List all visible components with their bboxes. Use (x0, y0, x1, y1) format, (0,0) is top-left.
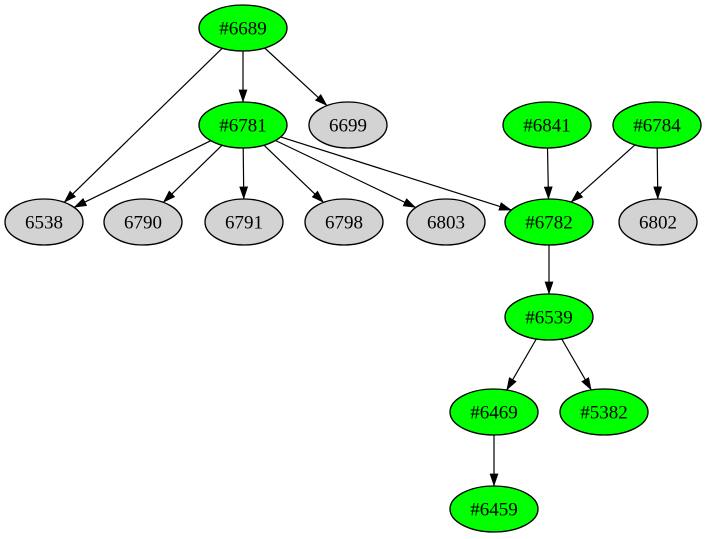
edge-6781-6782 (280, 136, 512, 211)
node-6803: 6803 (406, 198, 486, 246)
node-ellipse-6781 (198, 101, 288, 149)
node-6689: #6689 (198, 4, 288, 52)
node-6802: 6802 (618, 198, 698, 246)
node-ellipse-6539 (504, 293, 594, 341)
node-label-6782: #6782 (525, 213, 573, 234)
node-label-6538: 6538 (25, 213, 63, 234)
node-ellipse-6782 (504, 198, 594, 246)
node-label-6791: 6791 (225, 213, 263, 234)
edge-6689-6538 (63, 47, 223, 203)
node-6539: #6539 (504, 293, 594, 341)
node-layer: #6689 #6781 6699 #6841 #6784 6538 6790 6791 6798… (4, 4, 702, 533)
node-ellipse-6689 (198, 4, 288, 52)
node-6798: 6798 (304, 198, 384, 246)
node-ellipse-6841 (502, 101, 592, 149)
node-ellipse-6538 (4, 198, 84, 246)
node-ellipse-5382 (559, 388, 649, 436)
node-label-6802: 6802 (639, 213, 677, 234)
edge-6781-6803 (275, 139, 417, 209)
node-ellipse-6699 (308, 101, 388, 149)
node-ellipse-6459 (449, 485, 539, 533)
node-label-6699: 6699 (329, 116, 367, 137)
edge-6784-6782 (570, 144, 636, 203)
node-6784: #6784 (612, 101, 702, 149)
node-ellipse-6790 (103, 198, 183, 246)
node-6538: 6538 (4, 198, 84, 246)
node-label-6790: 6790 (124, 213, 162, 234)
edge-6841-6782 (543, 147, 553, 200)
node-ellipse-6784 (612, 101, 702, 149)
node-ellipse-6469 (449, 388, 539, 436)
node-6699: 6699 (308, 101, 388, 149)
edge-6781-6538 (73, 140, 212, 208)
edge-6781-6791 (239, 147, 249, 200)
node-label-6539: #6539 (525, 308, 573, 329)
node-ellipse-6798 (304, 198, 384, 246)
node-label-6689: #6689 (219, 19, 267, 40)
node-6791: 6791 (204, 198, 284, 246)
node-label-6841: #6841 (523, 116, 571, 137)
node-label-6798: 6798 (325, 213, 363, 234)
edge-6781-6798 (263, 144, 325, 203)
node-6782: #6782 (504, 198, 594, 246)
node-6781: #6781 (198, 101, 288, 149)
node-label-6781: #6781 (219, 116, 267, 137)
node-label-6784: #6784 (633, 116, 681, 137)
node-label-6459: #6459 (470, 500, 518, 521)
node-label-5382: #5382 (580, 403, 628, 424)
edge-6689-6699 (264, 47, 328, 107)
node-ellipse-6803 (406, 198, 486, 246)
node-6790: 6790 (103, 198, 183, 246)
edge-6539-6469 (506, 338, 537, 391)
node-6841: #6841 (502, 101, 592, 149)
node-ellipse-6802 (618, 198, 698, 246)
edge-6784-6802 (653, 147, 663, 200)
node-ellipse-6791 (204, 198, 284, 246)
edge-6781-6790 (162, 144, 223, 203)
edge-6539-5382 (561, 338, 592, 391)
node-label-6803: 6803 (427, 213, 465, 234)
node-label-6469: #6469 (470, 403, 518, 424)
node-6469: #6469 (449, 388, 539, 436)
node-6459: #6459 (449, 485, 539, 533)
node-5382: #5382 (559, 388, 649, 436)
edge-layer (63, 47, 663, 487)
